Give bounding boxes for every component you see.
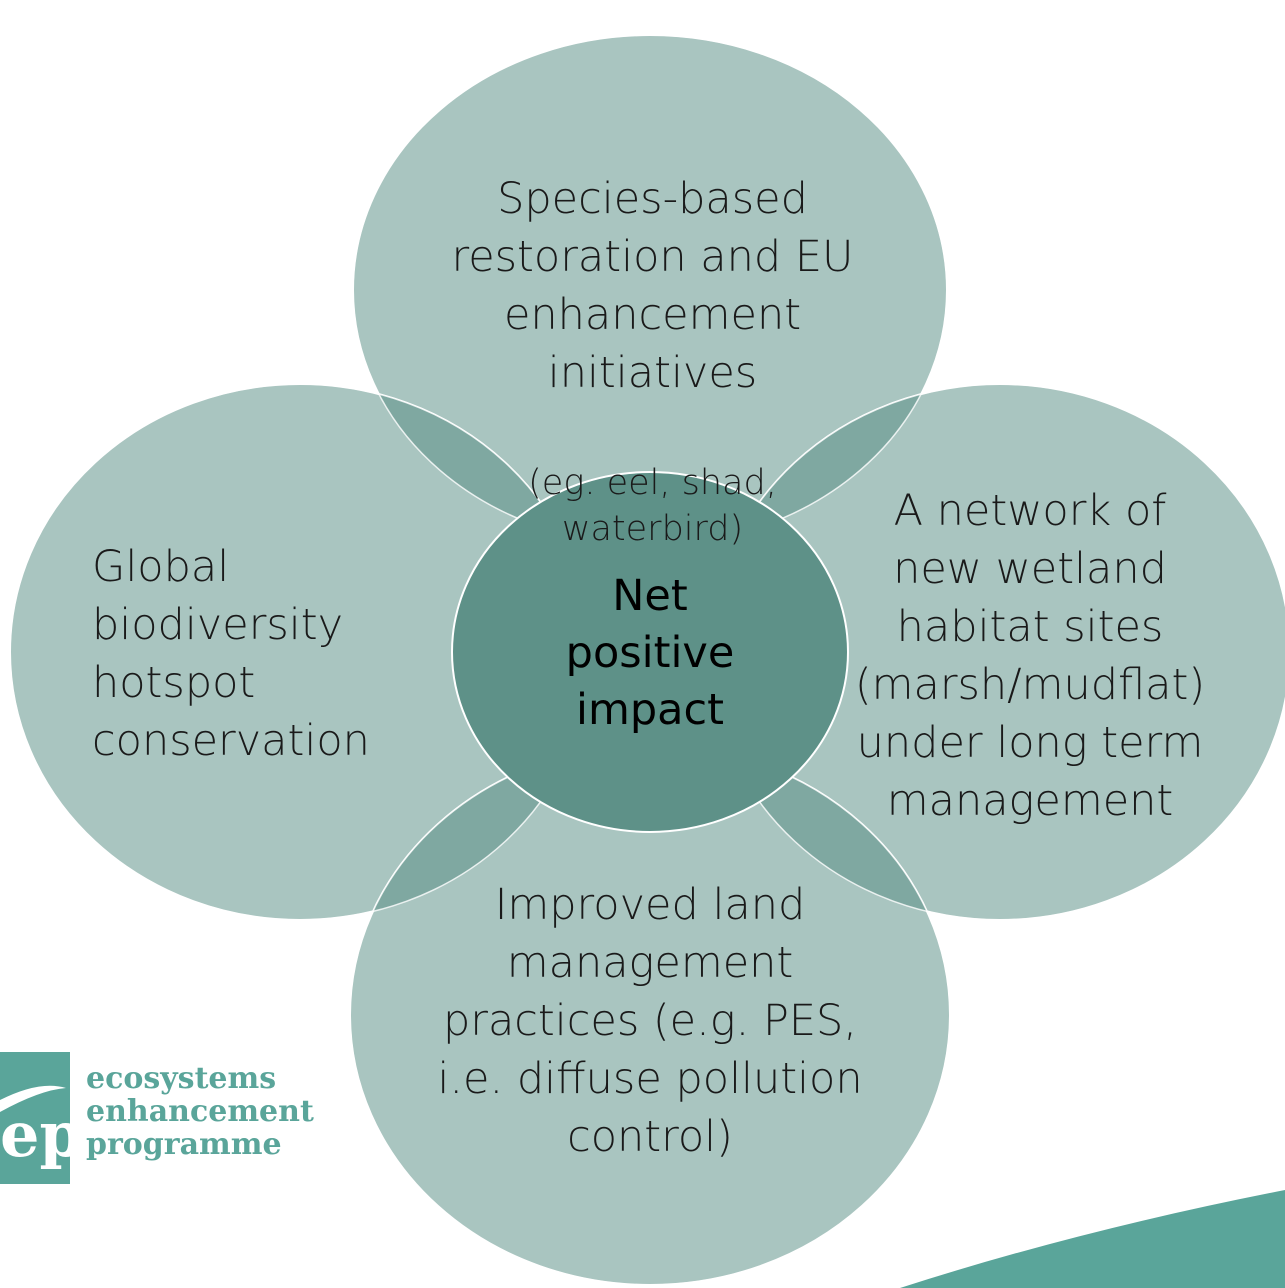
petal-left-label: Global biodiversity hotspot conservation — [92, 542, 370, 766]
logo-leaf-icon — [0, 1085, 66, 1112]
logo-line-3: programme — [86, 1127, 282, 1162]
petal-top-title: Species-based restoration and EU enhance… — [451, 174, 854, 398]
center-circle — [451, 471, 849, 833]
logo-mark — [0, 1052, 70, 1184]
petal-top-label: Species-based restoration and EU enhance… — [400, 112, 905, 610]
petal-bottom-label: Improved land management practices (e.g.… — [437, 880, 863, 1162]
petal-top-sublabel: (eg. eel, shad, waterbird) — [528, 463, 777, 549]
logo-line-1: ecosystems — [86, 1061, 277, 1096]
logo-wordmark: ecosystems enhancement programme — [86, 1062, 314, 1161]
center-label: Net positive impact — [565, 571, 735, 735]
petal-right-label: A network of new wetland habitat sites (… — [854, 486, 1206, 826]
logo-mark-letters: ep — [0, 1098, 83, 1171]
brand-swoosh — [900, 1190, 1285, 1288]
logo-line-2: enhancement — [86, 1094, 314, 1129]
